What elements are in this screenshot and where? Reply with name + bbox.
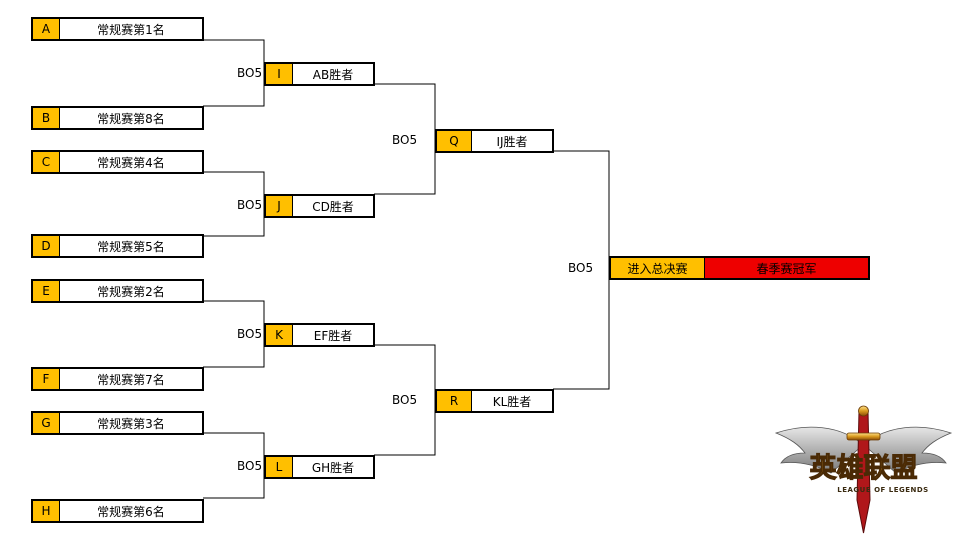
match-code: L — [266, 457, 293, 477]
match-format-ij: BO5 — [392, 133, 418, 147]
seed-code: A — [33, 19, 60, 39]
semi-box-r: R KL胜者 — [435, 389, 554, 413]
seed-code: E — [33, 281, 60, 301]
seed-box-c: C 常规赛第4名 — [31, 150, 204, 174]
seed-box-h: H 常规赛第6名 — [31, 499, 204, 523]
seed-box-g: G 常规赛第3名 — [31, 411, 204, 435]
seed-code: F — [33, 369, 60, 389]
semi-code: Q — [437, 131, 472, 151]
semi-label: KL胜者 — [492, 394, 532, 409]
match-format-final: BO5 — [568, 261, 594, 275]
match-box-j: J CD胜者 — [264, 194, 375, 218]
seed-box-a: A 常规赛第1名 — [31, 17, 204, 41]
semi-box-q: Q IJ胜者 — [435, 129, 554, 153]
seed-box-b: B 常规赛第8名 — [31, 106, 204, 130]
match-label: GH胜者 — [311, 460, 355, 475]
semi-label: IJ胜者 — [496, 134, 528, 149]
seed-label: 常规赛第6名 — [97, 504, 165, 519]
seed-label: 常规赛第7名 — [97, 372, 165, 387]
seed-box-d: D 常规赛第5名 — [31, 234, 204, 258]
match-label: EF胜者 — [313, 328, 353, 343]
match-format-kl: BO5 — [392, 393, 418, 407]
semi-code: R — [437, 391, 472, 411]
logo-subtitle: LEAGUE OF LEGENDS — [837, 486, 928, 494]
match-box-k: K EF胜者 — [264, 323, 375, 347]
match-code: J — [266, 196, 293, 216]
seed-code: B — [33, 108, 60, 128]
seed-code: H — [33, 501, 60, 521]
seed-label: 常规赛第1名 — [97, 22, 165, 37]
seed-code: D — [33, 236, 60, 256]
seed-box-f: F 常规赛第7名 — [31, 367, 204, 391]
match-code: K — [266, 325, 293, 345]
seed-box-e: E 常规赛第2名 — [31, 279, 204, 303]
seed-code: G — [33, 413, 60, 433]
match-label: CD胜者 — [312, 199, 354, 214]
champion-box: 春季赛冠军 — [705, 256, 870, 280]
match-format-cd: BO5 — [237, 198, 263, 212]
match-label: AB胜者 — [312, 67, 354, 82]
seed-code: C — [33, 152, 60, 172]
seed-label: 常规赛第4名 — [97, 155, 165, 170]
match-format-ab: BO5 — [237, 66, 263, 80]
seed-label: 常规赛第5名 — [97, 239, 165, 254]
seed-label: 常规赛第3名 — [97, 416, 165, 431]
seed-label: 常规赛第2名 — [97, 284, 165, 299]
seed-label: 常规赛第8名 — [97, 111, 165, 126]
match-box-l: L GH胜者 — [264, 455, 375, 479]
match-box-i: I AB胜者 — [264, 62, 375, 86]
match-code: I — [266, 64, 293, 84]
match-format-gh: BO5 — [237, 459, 263, 473]
final-entry-box: 进入总决赛 — [609, 256, 706, 280]
logo-title: 英雄联盟 — [810, 453, 918, 484]
sword-wings-logo-icon: 英雄联盟 LEAGUE OF LEGENDS — [774, 405, 953, 534]
match-format-ef: BO5 — [237, 327, 263, 341]
